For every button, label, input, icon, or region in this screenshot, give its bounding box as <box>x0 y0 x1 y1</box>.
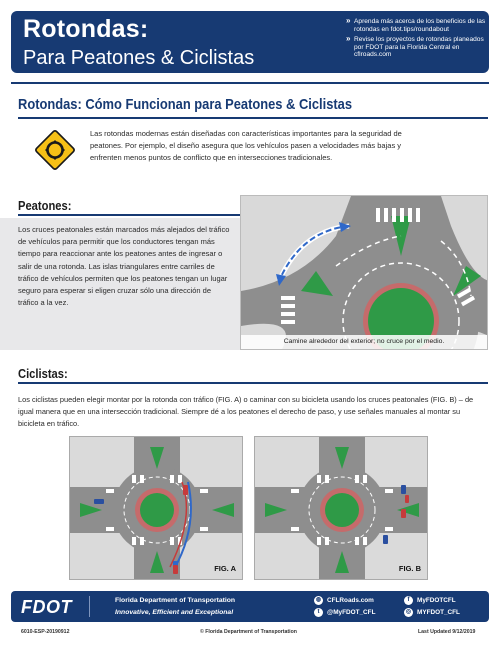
figure-b-label: FIG. B <box>398 564 421 573</box>
section-heading-pedestrians: Peatones: <box>18 198 72 213</box>
social-twitter[interactable]: t @MyFDOT_CFL <box>314 608 375 617</box>
pedestrian-caption: Camine alrededor del exterior; no cruce … <box>241 335 487 349</box>
social-instagram[interactable]: ◎ MYFDOT_CFL <box>404 608 460 617</box>
globe-icon: ◍ <box>314 596 323 605</box>
copyright-text: © Florida Department of Transportation <box>200 629 297 635</box>
footer-divider <box>89 596 90 617</box>
organization-name: Florida Department of Transportation <box>115 597 236 604</box>
figure-a: FIG. A <box>69 436 243 580</box>
roundabout-sign-icon <box>35 130 75 170</box>
figure-b: FIG. B <box>254 436 428 580</box>
footer-banner: FDOT Florida Department of Transportatio… <box>11 591 489 622</box>
document-code: 6010-ESP-20190912 <box>21 629 70 635</box>
info-links: Aprenda más acerca de los beneficios de … <box>346 17 486 62</box>
intro-paragraph: Las rotondas modernas están diseñadas co… <box>90 129 402 163</box>
fdot-logo: FDOT <box>21 597 72 617</box>
section-heading-how-it-works: Rotondas: Cómo Funcionan para Peatones &… <box>18 96 353 113</box>
page-title: Rotondas: <box>23 15 149 43</box>
instagram-icon: ◎ <box>404 608 413 617</box>
social-instagram-label: MYFDOT_CFL <box>417 609 460 616</box>
section-heading-cyclists: Ciclistas: <box>18 366 68 381</box>
roundabout-pedestrian-illustration <box>241 196 487 349</box>
social-facebook[interactable]: f MyFDOTCFL <box>404 596 456 605</box>
heading-underline <box>18 382 488 384</box>
info-link-roundabout[interactable]: Aprenda más acerca de los beneficios de … <box>346 17 486 33</box>
last-updated: Last Updated 9/12/2019 <box>418 629 476 635</box>
heading-underline <box>18 214 240 216</box>
divider <box>11 82 489 84</box>
figure-a-label: FIG. A <box>214 564 236 573</box>
roundabout-bike-with-traffic-illustration <box>70 437 242 579</box>
pedestrian-paragraph: Los cruces peatonales están marcados más… <box>18 225 230 308</box>
roundabout-bike-crosswalk-illustration <box>255 437 427 579</box>
pedestrian-panel <box>0 218 242 350</box>
social-website[interactable]: ◍ CFLRoads.com <box>314 596 374 605</box>
info-link-projects[interactable]: Revise los proyectos de rotondas planead… <box>346 35 486 59</box>
header-banner: Rotondas: Para Peatones & Ciclistas Apre… <box>11 11 489 73</box>
page-subtitle: Para Peatones & Ciclistas <box>23 47 255 69</box>
social-website-label: CFLRoads.com <box>327 597 374 604</box>
organization-tagline: Innovative, Efficient and Exceptional <box>115 609 234 616</box>
facebook-icon: f <box>404 596 413 605</box>
social-facebook-label: MyFDOTCFL <box>417 597 456 604</box>
twitter-icon: t <box>314 608 323 617</box>
pedestrian-diagram: Camine alrededor del exterior; no cruce … <box>240 195 488 350</box>
heading-underline <box>18 117 488 119</box>
cyclist-paragraph: Los ciclistas pueden elegir montar por l… <box>18 395 474 429</box>
social-twitter-label: @MyFDOT_CFL <box>327 609 376 616</box>
